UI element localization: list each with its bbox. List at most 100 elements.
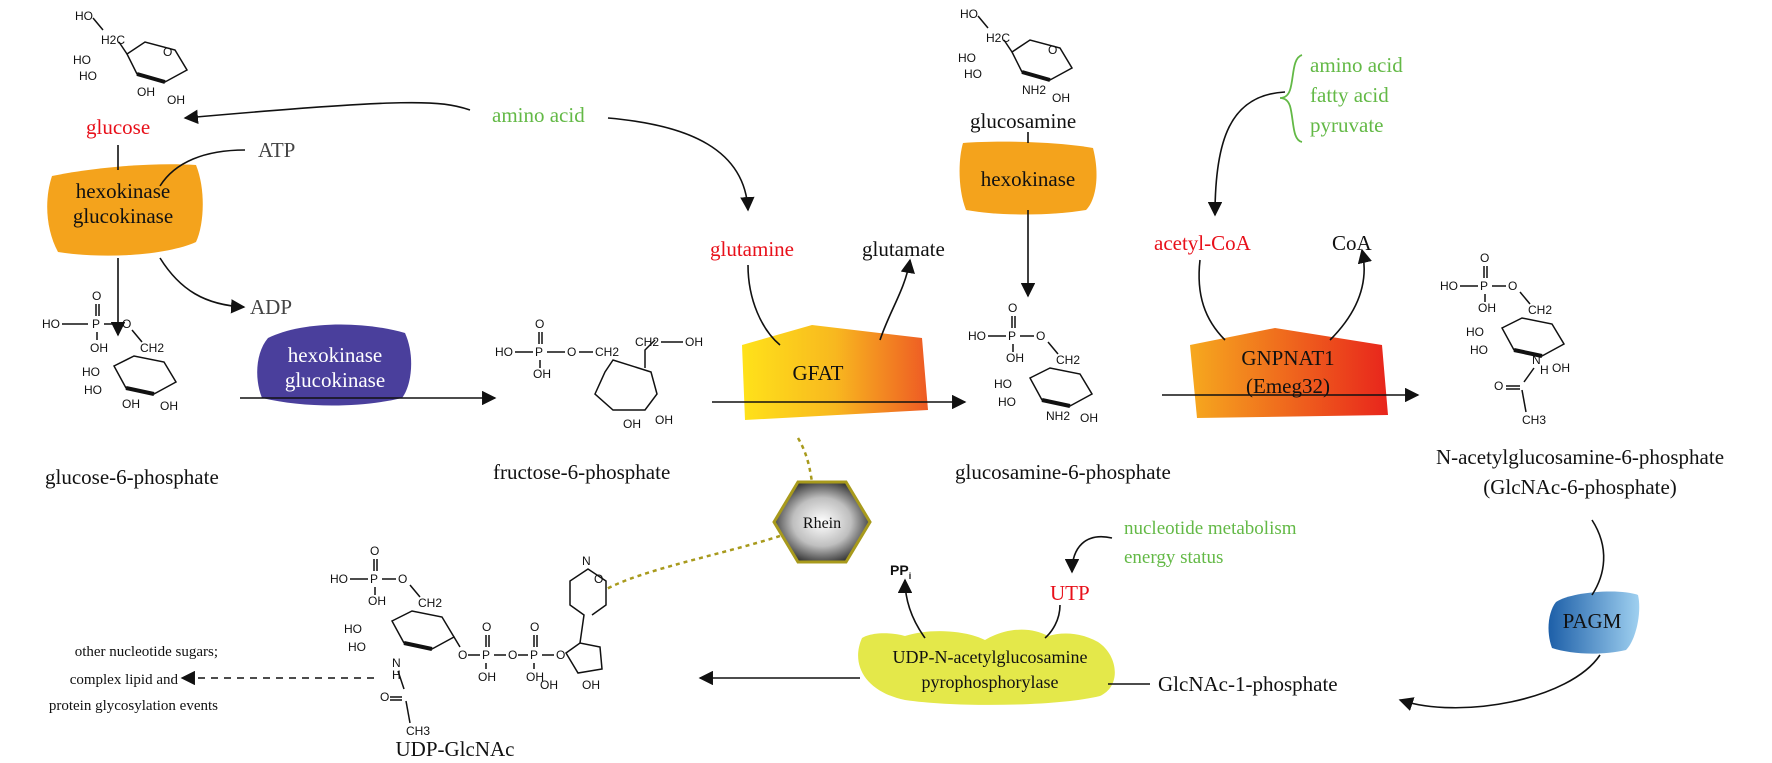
svg-text:HO: HO bbox=[75, 9, 93, 23]
metabolite-glutamate: glutamate bbox=[862, 237, 945, 261]
svg-text:OH: OH bbox=[582, 678, 600, 692]
svg-text:HO: HO bbox=[82, 365, 100, 379]
svg-text:NH2: NH2 bbox=[1046, 409, 1070, 423]
svg-text:O: O bbox=[567, 345, 576, 359]
metabolite-fructose-6-phosphate: fructose-6-phosphate bbox=[493, 460, 670, 484]
structure-glucose-6-phosphate: O HO P O OH CH2 HO HO OH OH bbox=[42, 289, 178, 413]
svg-text:H: H bbox=[392, 668, 401, 682]
enzyme-udp-glcnac-pyrophosphorylase: UDP-N-acetylglucosamine pyrophosphorylas… bbox=[858, 629, 1115, 705]
enzyme-hexokinase-glucokinase-2: hexokinase glucokinase bbox=[257, 324, 412, 406]
enzyme-label: hexokinase bbox=[288, 343, 382, 367]
svg-text:O: O bbox=[1494, 379, 1503, 393]
svg-text:P: P bbox=[370, 572, 378, 586]
metabolite-udp-glcnac: UDP-GlcNAc bbox=[396, 737, 515, 761]
pathway-arrows bbox=[110, 54, 1605, 711]
svg-text:CH2: CH2 bbox=[595, 345, 619, 359]
enzyme-label: (Emeg32) bbox=[1246, 374, 1330, 398]
svg-text:OH: OH bbox=[1552, 361, 1570, 375]
svg-text:O: O bbox=[1048, 43, 1057, 57]
svg-text:HO: HO bbox=[495, 345, 513, 359]
svg-text:HO: HO bbox=[73, 53, 91, 67]
structure-fructose-6-phosphate: O HO P O CH2 OH OH CH2 OH OH bbox=[495, 317, 703, 431]
downstream-text: other nucleotide sugars; bbox=[75, 644, 218, 660]
svg-text:P: P bbox=[535, 345, 543, 359]
svg-text:CH2: CH2 bbox=[1056, 353, 1080, 367]
svg-text:HO: HO bbox=[348, 640, 366, 654]
svg-text:OH: OH bbox=[540, 678, 558, 692]
svg-text:O: O bbox=[1036, 329, 1045, 343]
svg-text:O: O bbox=[163, 45, 172, 59]
svg-text:HO: HO bbox=[960, 7, 978, 21]
rhein-label: Rhein bbox=[803, 515, 841, 532]
pathway-labels: glucose amino acid ATP ADP glucose-6-pho… bbox=[45, 53, 1724, 761]
metabolite-glcnac-6-phosphate: N-acetylglucosamine-6-phosphate bbox=[1436, 445, 1724, 469]
svg-text:P: P bbox=[482, 648, 490, 662]
enzyme-label: pyrophosphorylase bbox=[922, 672, 1059, 692]
enzyme-label: glucokinase bbox=[73, 204, 173, 228]
enzyme-label: PAGM bbox=[1563, 609, 1622, 633]
svg-text:O: O bbox=[380, 690, 389, 704]
enzyme-hexokinase-glucokinase-1: hexokinase glucokinase bbox=[47, 164, 203, 256]
svg-text:OH: OH bbox=[1006, 351, 1024, 365]
svg-text:NH2: NH2 bbox=[1022, 83, 1046, 97]
svg-text:OH: OH bbox=[685, 335, 703, 349]
svg-text:O: O bbox=[482, 620, 491, 634]
structure-glucosamine: HO H2C O HO HO NH2 OH bbox=[958, 7, 1074, 105]
metabolite-atp: ATP bbox=[258, 138, 295, 162]
metabolite-glucosamine-6-phosphate: glucosamine-6-phosphate bbox=[955, 460, 1171, 484]
svg-text:O: O bbox=[1480, 251, 1489, 265]
svg-text:HO: HO bbox=[1466, 325, 1484, 339]
svg-text:HO: HO bbox=[1470, 343, 1488, 357]
structure-udp-glcnac: O HO P O OH CH2 HO HO N H O CH3 O P O OH… bbox=[330, 544, 607, 738]
svg-text:HO: HO bbox=[968, 329, 986, 343]
svg-text:N: N bbox=[1532, 353, 1541, 367]
svg-text:O: O bbox=[398, 572, 407, 586]
svg-text:OH: OH bbox=[623, 417, 641, 431]
svg-text:HO: HO bbox=[330, 572, 348, 586]
svg-text:OH: OH bbox=[368, 594, 386, 608]
enzyme-label: GNPNAT1 bbox=[1241, 346, 1334, 370]
svg-text:HO: HO bbox=[958, 51, 976, 65]
enzyme-gnpnat1: GNPNAT1 (Emeg32) bbox=[1190, 328, 1388, 418]
metabolite-glucosamine: glucosamine bbox=[970, 109, 1076, 133]
metabolite-coa: CoA bbox=[1332, 231, 1373, 255]
structure-glcnac-6-phosphate: O HO P O OH CH2 HO HO OH N H O CH3 bbox=[1440, 251, 1570, 427]
enzyme-label: hexokinase bbox=[76, 179, 170, 203]
svg-text:CH2: CH2 bbox=[418, 596, 442, 610]
svg-text:OH: OH bbox=[90, 341, 108, 355]
metabolite-ppi: PPi bbox=[890, 562, 911, 581]
svg-text:HO: HO bbox=[1440, 279, 1458, 293]
svg-text:OH: OH bbox=[655, 413, 673, 427]
svg-text:OH: OH bbox=[526, 670, 544, 684]
svg-text:O: O bbox=[535, 317, 544, 331]
input-nutrient: pyruvate bbox=[1310, 113, 1383, 137]
enzyme-pagm: PAGM bbox=[1548, 591, 1640, 654]
svg-text:OH: OH bbox=[167, 93, 185, 107]
metabolite-glucose-6-phosphate: glucose-6-phosphate bbox=[45, 465, 219, 489]
svg-text:P: P bbox=[1480, 279, 1488, 293]
svg-text:HO: HO bbox=[42, 317, 60, 331]
input-nucleotide: energy status bbox=[1124, 547, 1223, 568]
enzyme-label: UDP-N-acetylglucosamine bbox=[893, 647, 1088, 667]
svg-text:N: N bbox=[392, 656, 401, 670]
svg-text:OH: OH bbox=[1052, 91, 1070, 105]
metabolite-glutamine: glutamine bbox=[710, 237, 794, 261]
svg-text:OH: OH bbox=[137, 85, 155, 99]
svg-text:O: O bbox=[1008, 301, 1017, 315]
svg-text:P: P bbox=[530, 648, 538, 662]
svg-text:O: O bbox=[122, 317, 131, 331]
svg-text:HO: HO bbox=[994, 377, 1012, 391]
svg-text:HO: HO bbox=[84, 383, 102, 397]
structure-glucosamine-6-phosphate: O HO P O OH CH2 HO HO NH2 OH bbox=[968, 301, 1098, 425]
svg-text:CH3: CH3 bbox=[406, 724, 430, 738]
downstream-text: complex lipid and bbox=[70, 672, 179, 688]
svg-text:O: O bbox=[556, 648, 565, 662]
enzyme-gfat: GFAT bbox=[742, 325, 928, 420]
input-nucleotide: nucleotide metabolism bbox=[1124, 518, 1297, 539]
enzyme-label: GFAT bbox=[793, 361, 844, 385]
svg-text:OH: OH bbox=[122, 397, 140, 411]
svg-text:O: O bbox=[92, 289, 101, 303]
svg-text:H: H bbox=[1540, 363, 1549, 377]
svg-text:N: N bbox=[582, 554, 591, 568]
